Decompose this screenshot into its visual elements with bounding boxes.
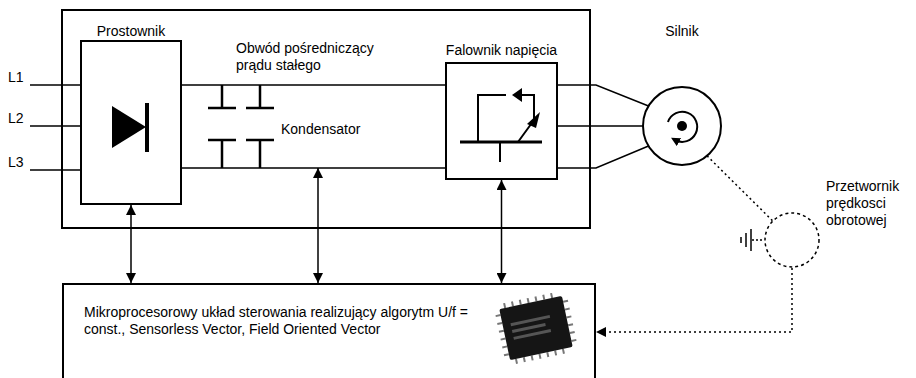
diode-symbol [112, 103, 147, 152]
box-heading: Falownik napięcia [446, 42, 557, 59]
circle-outline [643, 87, 721, 165]
diode-triangle [112, 106, 146, 148]
feedback-arrow [596, 268, 792, 332]
capacitor-symbol [208, 85, 236, 168]
dc-link-signal-arrow [317, 168, 319, 283]
motor-wires [558, 85, 649, 168]
shaft-dot [677, 121, 687, 131]
ground-symbol [741, 229, 764, 251]
speed-sensor-circle: Przetwornik prędkosci obrotowej [764, 212, 820, 268]
supply-line [30, 169, 80, 171]
transistor-base [499, 142, 501, 162]
ground-bar [745, 233, 747, 247]
box-heading: Prostownik [97, 23, 165, 40]
dashed-circle [765, 213, 819, 267]
chip-pin [493, 290, 578, 366]
capacitor-label: Kondensator [281, 121, 360, 138]
microchip-picture [493, 290, 578, 366]
supply-line [30, 125, 80, 127]
control-arrow [130, 205, 132, 283]
motor-circle: Silnik [642, 86, 722, 166]
control-arrow [501, 180, 503, 283]
chip-marking [513, 329, 551, 340]
transistor-lead [516, 95, 534, 142]
dc-link-rails [182, 85, 445, 168]
phase-label: L3 [8, 154, 24, 171]
rotation-arrow [668, 112, 697, 142]
supply-line [30, 84, 80, 86]
supply-lines [30, 85, 80, 170]
transistor-arrow [512, 88, 522, 102]
box-heading: Przetwornik prędkosci obrotowej [826, 178, 912, 229]
phase-label: L2 [8, 110, 24, 127]
box-text: Mikroprocesorowy układ sterowania realiz… [84, 304, 484, 338]
sensor-coupling [707, 156, 773, 221]
outline [764, 212, 820, 268]
dc-link-label: Obwód pośredniczący prądu stałego [236, 40, 406, 74]
transistor-lead [478, 95, 506, 142]
converter-housing [62, 10, 590, 228]
capacitor-symbols [208, 85, 274, 168]
chip-body [499, 296, 572, 360]
transistor-arrow [527, 112, 540, 128]
rectifier-box: Prostownik [80, 40, 182, 205]
controller-box: Mikroprocesorowy układ sterowania realiz… [62, 283, 596, 378]
rotation-symbol [668, 112, 697, 142]
transistor-symbol [460, 88, 542, 162]
box-heading: Silnik [665, 23, 698, 40]
ground-lead [752, 239, 764, 241]
inverter-box: Falownik napięcia [445, 62, 558, 180]
outline [642, 86, 722, 166]
diode-bar [145, 103, 149, 152]
phase-label: L1 [8, 69, 24, 86]
ground-bar [750, 229, 752, 251]
capacitor-symbol [246, 85, 274, 168]
ground-bar [740, 237, 742, 243]
chip-pins [493, 290, 578, 366]
